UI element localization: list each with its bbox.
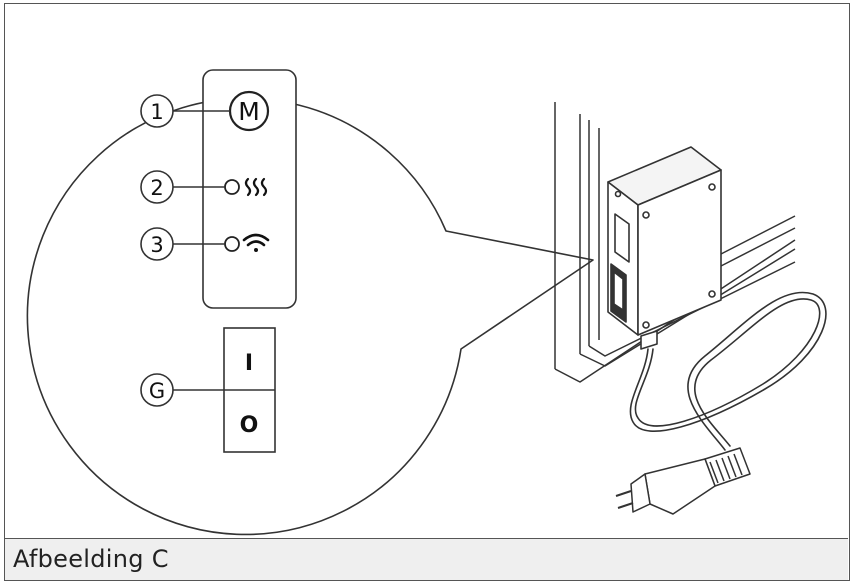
heat-icon xyxy=(244,177,268,197)
figure-caption: Afbeelding C xyxy=(13,545,169,573)
mode-button-label: M xyxy=(238,97,260,126)
mode-button[interactable]: M xyxy=(228,90,270,132)
callout-3: 3 xyxy=(140,227,174,261)
callout-1: 1 xyxy=(140,94,174,128)
svg-text:1: 1 xyxy=(150,100,163,124)
wifi-icon xyxy=(242,233,270,252)
callout-2: 2 xyxy=(140,170,174,204)
magnifier-bubble xyxy=(26,97,594,536)
wifi-led xyxy=(224,236,240,252)
svg-text:2: 2 xyxy=(150,176,163,200)
power-cable xyxy=(629,291,827,451)
switch-off-label: O xyxy=(240,413,259,438)
heating-indicator xyxy=(224,177,268,197)
svg-text:G: G xyxy=(149,379,165,403)
device-illustration: M I O xyxy=(26,69,827,536)
plug xyxy=(615,447,751,515)
callout-g: G xyxy=(140,373,174,407)
power-switch[interactable]: I O xyxy=(223,327,276,453)
window-frame xyxy=(554,102,796,383)
svg-text:3: 3 xyxy=(150,233,163,257)
heating-led xyxy=(224,179,240,195)
figure-frame: M I O xyxy=(4,3,850,581)
caption-bar: Afbeelding C xyxy=(5,538,848,580)
switch-on-label: I xyxy=(245,351,253,376)
controller-box xyxy=(607,146,722,350)
